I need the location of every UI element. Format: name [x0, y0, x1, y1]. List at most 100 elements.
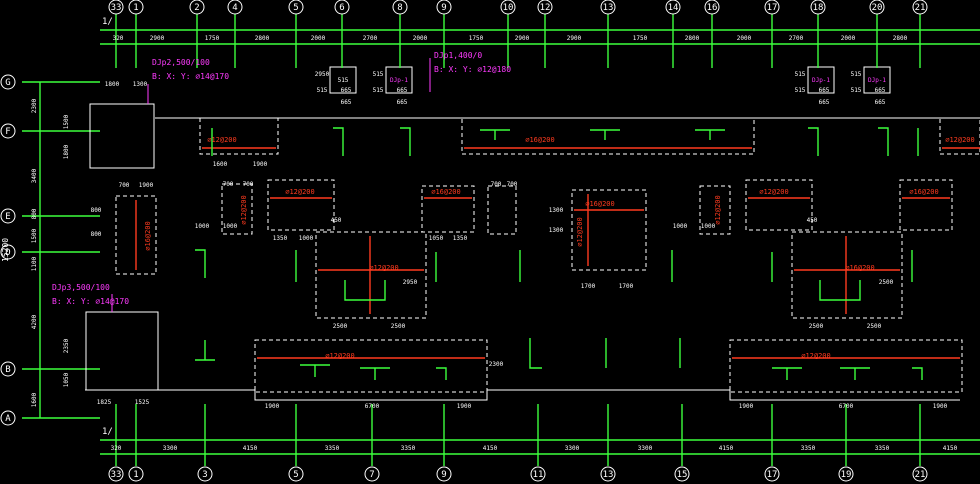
bottom-axis-1[interactable]: 1 [128, 466, 144, 482]
axis-bubble-circle [600, 0, 616, 15]
misc-dim: 1050 [429, 235, 444, 242]
top-dim: 1750 [633, 35, 648, 42]
misc-dim: 1900 [457, 403, 472, 410]
misc-dim: 665 [341, 87, 352, 94]
top-dim: 2900 [567, 35, 582, 42]
axis-bubble-circle [764, 0, 780, 15]
misc-dim: 665 [875, 87, 886, 94]
axis-bubble-circle [227, 0, 243, 15]
axis-bubble-circle [0, 410, 16, 426]
misc-dim: 1000 [673, 223, 688, 230]
bottom-axis-13[interactable]: 13 [600, 466, 616, 482]
dj3-rebar-label: B: X: Y: ⌀14@170 [52, 297, 129, 306]
bottom-axis-9[interactable]: 9 [436, 466, 452, 482]
axis-bubble-label: 13 [603, 470, 614, 480]
misc-dim: 700 [507, 181, 518, 188]
axis-bubble-label: 8 [397, 3, 402, 13]
axis-bubble-label: 16 [707, 3, 718, 13]
axis-bubble-circle [764, 466, 780, 482]
top-axis-12[interactable]: 12 [537, 0, 553, 15]
top-axis-1[interactable]: 1 [128, 0, 144, 15]
top-axis-5[interactable]: 5 [288, 0, 304, 15]
bottom-axis-15[interactable]: 15 [674, 466, 690, 482]
axis-bubble-label: 21 [915, 3, 926, 13]
misc-dim: 1000 [195, 223, 210, 230]
top-axis-18[interactable]: 18 [810, 0, 826, 15]
misc-dim: 1900 [739, 403, 754, 410]
axis-bubble-circle [288, 0, 304, 15]
left-dim: 1100 [31, 256, 38, 271]
rebar-note: ⌀12@200 [369, 264, 399, 272]
bottom-axis-19[interactable]: 19 [838, 466, 854, 482]
side-axis-A[interactable]: A [0, 410, 16, 426]
bottom-dim: 3350 [401, 445, 416, 452]
top-dim: 1750 [205, 35, 220, 42]
top-axis-17[interactable]: 17 [764, 0, 780, 15]
axis-bubble-label: 33 [111, 3, 122, 13]
footing-dj-1-a[interactable] [329, 66, 357, 94]
top-axis-13[interactable]: 13 [600, 0, 616, 15]
top-axis-14[interactable]: 14 [665, 0, 681, 15]
misc-dim: 1000 [299, 235, 314, 242]
axis-bubble-label: 17 [767, 3, 778, 13]
side-axis-F[interactable]: F [0, 123, 16, 139]
axis-bubble-label: 20 [872, 3, 883, 13]
bottom-axis-7[interactable]: 7 [364, 466, 380, 482]
footing-dj-1-b[interactable] [385, 66, 413, 94]
top-axis-4[interactable]: 4 [227, 0, 243, 15]
misc-dim: 2500 [391, 323, 406, 330]
bottom-axis-21[interactable]: 21 [912, 466, 928, 482]
top-axis-2[interactable]: 2 [189, 0, 205, 15]
bottom-axis-3[interactable]: 3 [197, 466, 213, 482]
top-axis-21[interactable]: 21 [912, 0, 928, 15]
side-axis-G[interactable]: G [0, 74, 16, 90]
misc-dim: 1900 [253, 161, 268, 168]
axis-bubble-circle [665, 0, 681, 15]
axis-bubble-circle [128, 466, 144, 482]
dj3-label[interactable]: DJp3,500/100 [52, 283, 110, 292]
axis-bubble-label: 3 [202, 470, 207, 480]
bottom-axis-5[interactable]: 5 [288, 466, 304, 482]
bottom-axis-11[interactable]: 11 [530, 466, 546, 482]
axis-bubble-label: 19 [841, 470, 852, 480]
misc-dim: 665 [875, 99, 886, 106]
top-axis-10[interactable]: 10 [500, 0, 516, 15]
top-axis-20[interactable]: 20 [869, 0, 885, 15]
side-axis-D[interactable]: D [0, 244, 16, 260]
axis-bubble-circle [600, 466, 616, 482]
dj2-rebar-label: B: X: Y: ⌀12@180 [434, 65, 511, 74]
top-axis-9[interactable]: 9 [436, 0, 452, 15]
misc-dim: 665 [819, 99, 830, 106]
rebar-note: ⌀16@200 [845, 264, 875, 272]
misc-dim: 6700 [365, 403, 380, 410]
side-axis-B[interactable]: B [0, 361, 16, 377]
rebar-note: ⌀12@200 [240, 195, 248, 225]
axis-bubble-label: 12 [540, 3, 551, 13]
axis-note-bottom: 1/ [102, 427, 113, 437]
footing-dj1[interactable] [89, 103, 155, 169]
top-axis-6[interactable]: 6 [334, 0, 350, 15]
top-axis-8[interactable]: 8 [392, 0, 408, 15]
left-dim: 2300 [31, 98, 38, 113]
top-axis-33[interactable]: 33 [108, 0, 124, 15]
footing-dj-1-c[interactable] [807, 66, 835, 94]
bottom-axis-17[interactable]: 17 [764, 466, 780, 482]
dj2-label[interactable]: DJp1,400/0 [434, 51, 482, 60]
misc-dim: DJp-1 [812, 77, 830, 84]
bottom-dim: 4150 [243, 445, 258, 452]
footing-dj3[interactable] [85, 311, 159, 391]
label-leaders [111, 58, 431, 312]
dj1-label[interactable]: DJp2,500/100 [152, 58, 210, 67]
bottom-axis-33[interactable]: 33 [108, 466, 124, 482]
misc-dim: 665 [341, 99, 352, 106]
rebar-note: ⌀12@200 [759, 188, 789, 196]
side-axis-E[interactable]: E [0, 208, 16, 224]
misc-dim: 515 [795, 71, 806, 78]
axis-bubble-label: 6 [339, 3, 344, 13]
top-axis-16[interactable]: 16 [704, 0, 720, 15]
building-outline [85, 66, 980, 401]
misc-dim: 1700 [581, 283, 596, 290]
